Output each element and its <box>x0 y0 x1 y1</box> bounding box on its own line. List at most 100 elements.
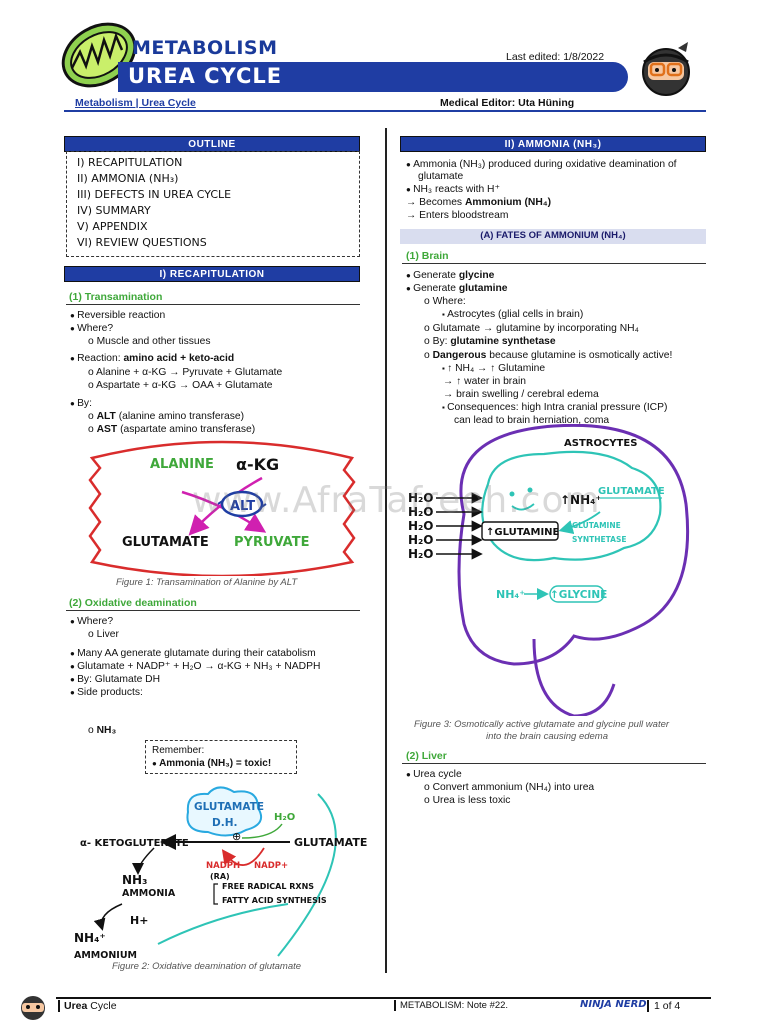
footer-divider <box>56 997 711 999</box>
fig3-glutamine-label: ↑GLUTAMINE <box>486 527 560 538</box>
text-line: NH₃ <box>88 724 117 737</box>
watermark: www.AfraTafreeh.com <box>192 480 601 521</box>
text-line: → ↑ water in brain <box>443 376 526 387</box>
text-line: Dangerous because glutamine is osmotical… <box>424 349 673 362</box>
fig3-synthetase-label-2: SYNTHETASE <box>572 535 627 544</box>
text-line: By: <box>70 397 92 410</box>
figure-3-astrocyte: ASTROCYTES H₂O H₂O H₂O H₂O H₂O ↑NH₄⁺ GLU… <box>408 424 690 716</box>
liver-heading: (2) Liver <box>406 750 447 762</box>
outline-item[interactable]: I) RECAPITULATION <box>77 156 183 169</box>
figure-3-caption: Figure 3: Osmotically active glutamate a… <box>414 719 670 730</box>
fig3-nh4-label: ↑NH₄⁺ <box>560 493 602 507</box>
brain-heading: (1) Brain <box>406 250 449 262</box>
text-line: Consequences: high Intra cranial pressur… <box>442 401 667 414</box>
fig2-ammonia-label: AMMONIA <box>122 888 176 899</box>
page-footer: Urea Cycle METABOLISM: Note #22. NINJA N… <box>0 990 768 1024</box>
text-line: glutamate <box>418 171 464 182</box>
text-line: ↑ NH₄ → ↑ Glutamine <box>442 362 545 375</box>
fig1-glutamate-label: GLUTAMATE <box>122 535 209 550</box>
header-title-top: METABOLISM <box>132 37 278 59</box>
text-line: → Becomes Ammonium (NH₄) <box>406 197 552 208</box>
figure-3-caption: into the brain causing edema <box>486 731 608 742</box>
medical-editor: Medical Editor: Uta Hüning <box>440 97 575 109</box>
figure-2-caption: Figure 2: Oxidative deamination of gluta… <box>112 961 302 972</box>
outline-item[interactable]: V) APPENDIX <box>77 220 148 233</box>
ninja-nerd-logo: NINJA NERD <box>580 999 647 1010</box>
fig1-alt-label: ALT <box>230 499 255 514</box>
header-divider <box>64 110 706 112</box>
svg-text:⊕: ⊕ <box>232 831 241 843</box>
outline-item[interactable]: IV) SUMMARY <box>77 204 151 217</box>
column-divider <box>385 128 387 973</box>
figure-1-transamination: ALANINE α-KG ALT GLUTAMATE PYRUVATE <box>88 440 356 576</box>
fig2-ammonium-label: AMMONIUM <box>74 950 137 961</box>
fig2-h2o-label: H₂O <box>274 812 295 823</box>
fates-of-ammonium-heading: (A) FATES OF AMMONIUM (NH₄) <box>400 229 706 244</box>
fig2-free-radical-label: FREE RADICAL RXNS <box>222 882 314 891</box>
fig1-akg-label: α-KG <box>236 455 279 474</box>
figure-2-oxidative-deamination: GLUTAMATE D.H. H₂O ⊕ α- KETOGLUTERATE GL… <box>74 786 367 961</box>
breadcrumb[interactable]: Metabolism | Urea Cycle <box>75 97 196 109</box>
text-line: Generate glutamine <box>406 282 507 295</box>
text-line: Ammonia (NH₃) produced during oxidative … <box>406 158 676 171</box>
subheading-rule <box>402 263 706 264</box>
fig2-ra-label: (RA) <box>210 872 230 881</box>
text-line: Urea cycle <box>406 768 462 781</box>
fig2-akg-label: α- KETOGLUTERATE <box>80 838 189 849</box>
remember-body: Ammonia (NH₃) = toxic! <box>152 757 290 770</box>
text-line: Alanine + α-KG → Pyruvate + Glutamate <box>88 366 282 379</box>
text-line: Convert ammonium (NH₄) into urea <box>424 781 595 794</box>
text-line: Where: <box>424 295 466 308</box>
text-line: → Enters bloodstream <box>406 210 509 221</box>
fig3-astrocytes-label: ASTROCYTES <box>564 438 637 449</box>
fig3-glutamate-label: GLUTAMATE <box>598 486 665 497</box>
page-header: METABOLISM UREA CYCLE Last edited: 1/8/2… <box>0 0 768 118</box>
fig2-nh4-label: NH₄⁺ <box>74 931 106 945</box>
page-title: UREA CYCLE <box>128 64 283 88</box>
fig3-h2o-label: H₂O <box>408 533 434 547</box>
text-line: AST (aspartate amino transferase) <box>88 423 256 436</box>
page-number: 1 of 4 <box>647 1000 680 1012</box>
outline-item[interactable]: II) AMMONIA (NH₃) <box>77 172 179 185</box>
ninja-footer-icon <box>21 996 45 1020</box>
fig2-enzyme-label-1: GLUTAMATE <box>194 801 264 813</box>
text-line: → brain swelling / cerebral edema <box>443 389 599 400</box>
text-line: Astrocytes (glial cells in brain) <box>442 308 583 321</box>
text-line: NH₃ reacts with H⁺ <box>406 183 500 196</box>
header-title-bar <box>118 62 628 92</box>
text-line: Glutamate → glutamine by incorporating N… <box>424 322 639 335</box>
ninja-mascot-icon <box>642 42 690 96</box>
text-line: Side products: <box>70 686 143 699</box>
text-line: By: glutamine synthetase <box>424 335 556 348</box>
fig3-glycine-label: ↑GLYCINE <box>550 589 607 601</box>
text-line: Generate glycine <box>406 269 494 282</box>
fig2-fatty-acid-label: FATTY ACID SYNTHESIS <box>222 896 327 905</box>
text-line: By: Glutamate DH <box>70 673 160 686</box>
figure-1-caption: Figure 1: Transamination of Alanine by A… <box>116 577 298 588</box>
fig2-nh3-label: NH₃ <box>122 873 147 887</box>
subheading-rule <box>66 610 360 611</box>
fig1-alanine-label: ALANINE <box>150 457 214 472</box>
subheading-rule <box>66 304 360 305</box>
text-line: Many AA generate glutamate during their … <box>70 647 316 660</box>
outline-item[interactable]: VI) REVIEW QUESTIONS <box>77 236 207 249</box>
fig3-h2o-label: H₂O <box>408 491 434 505</box>
transamination-heading: (1) Transamination <box>69 291 163 303</box>
last-edited: Last edited: 1/8/2022 <box>506 51 605 63</box>
text-line: Reversible reaction <box>70 309 165 322</box>
section-recapitulation-heading: I) RECAPITULATION <box>64 266 360 282</box>
text-line: Where? <box>70 322 113 335</box>
text-line: Muscle and other tissues <box>88 335 211 348</box>
fig3-h2o-label: H₂O <box>408 505 434 519</box>
text-line: Reaction: amino acid + keto-acid <box>70 352 234 365</box>
remember-title: Remember: <box>152 745 205 756</box>
outline-item[interactable]: III) DEFECTS IN UREA CYCLE <box>77 188 232 201</box>
fig2-enzyme-label-2: D.H. <box>212 817 237 829</box>
text-line: Urea is less toxic <box>424 794 511 807</box>
outline-heading: OUTLINE <box>64 136 360 152</box>
text-line: Glutamate + NADP⁺ + H₂O → α-KG + NH₃ + N… <box>70 660 320 673</box>
text-line: Liver <box>88 628 119 641</box>
fig3-h2o-label: H₂O <box>408 547 434 561</box>
text-line: can lead to brain herniation, coma <box>454 415 610 426</box>
fig3-synthetase-label-1: GLUTAMINE <box>572 521 621 530</box>
